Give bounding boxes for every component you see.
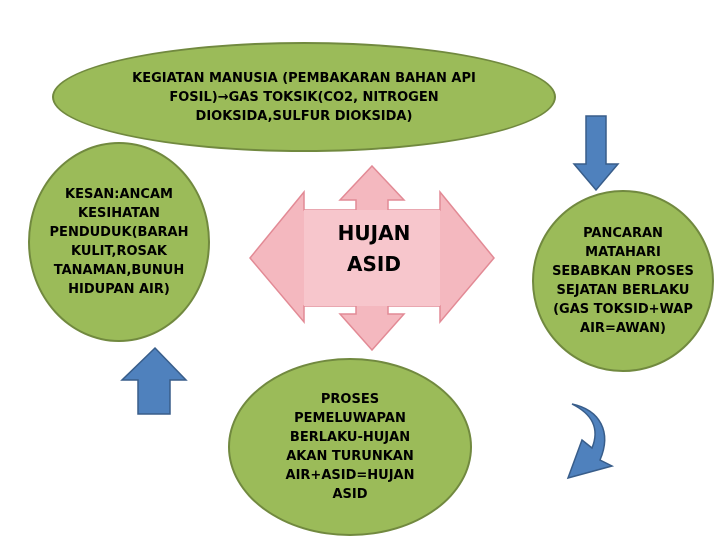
center-panel xyxy=(304,210,440,306)
arrow-curved-bottom-right xyxy=(566,403,615,480)
center-label: HUJAN ASID xyxy=(337,221,411,276)
node-bottom-label: PROSES PEMELUWAPAN BERLAKU-HUJAN AKAN TU… xyxy=(285,392,415,502)
arrow-up-left xyxy=(120,346,188,415)
node-left-effects: KESAN:ANCAM KESIHATAN PENDUDUK(BARAH KUL… xyxy=(28,142,210,342)
node-left-label: KESAN:ANCAM KESIHATAN PENDUDUK(BARAH KUL… xyxy=(49,187,189,297)
node-right-evaporation: PANCARAN MATAHARI SEBABKAN PROSES SEJATA… xyxy=(532,190,714,372)
node-bottom-condensation: PROSES PEMELUWAPAN BERLAKU-HUJAN AKAN TU… xyxy=(228,358,472,536)
node-top-label: KEGIATAN MANUSIA (PEMBAKARAN BAHAN API F… xyxy=(132,70,476,124)
arrow-down-right xyxy=(572,115,620,192)
node-top-human-activity: KEGIATAN MANUSIA (PEMBAKARAN BAHAN API F… xyxy=(52,42,556,152)
node-right-label: PANCARAN MATAHARI SEBABKAN PROSES SEJATA… xyxy=(552,226,694,336)
